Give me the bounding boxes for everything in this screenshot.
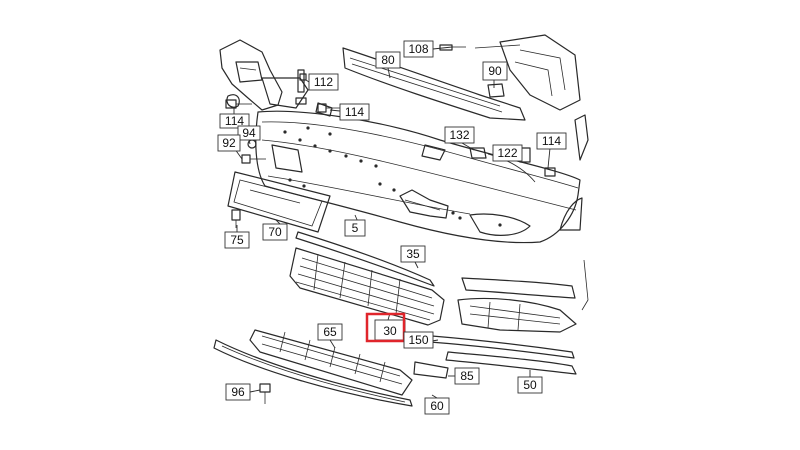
callout-60[interactable]: 60 <box>424 397 450 415</box>
callout-114-right[interactable]: 114 <box>536 132 567 150</box>
lower-grille-part <box>249 329 413 396</box>
callout-label: 114 <box>225 114 244 128</box>
mounting-holes <box>283 126 502 227</box>
callout-65[interactable]: 65 <box>317 323 343 341</box>
spoiler-strip-part <box>445 351 577 375</box>
callout-30-highlighted[interactable]: 30 <box>365 312 406 343</box>
callout-label: 70 <box>268 225 282 239</box>
callout-label: 122 <box>497 146 517 160</box>
callout-label: 150 <box>408 333 428 347</box>
callout-92[interactable]: 92 <box>217 134 241 152</box>
grille-trim-strip-part <box>295 231 435 287</box>
callout-label: 112 <box>314 75 333 89</box>
callout-5[interactable]: 5 <box>344 219 366 237</box>
callout-90[interactable]: 90 <box>482 61 508 81</box>
callout-label: 50 <box>523 378 537 392</box>
upper-bracket-part <box>219 39 333 117</box>
callout-35[interactable]: 35 <box>400 245 426 263</box>
callout-label: 5 <box>352 221 359 235</box>
callout-75[interactable]: 75 <box>224 231 250 249</box>
bottom-spoiler-part <box>213 339 413 407</box>
callout-label: 92 <box>222 136 236 150</box>
callout-label: 132 <box>449 128 469 142</box>
callout-122[interactable]: 122 <box>492 144 523 162</box>
impact-bar-part <box>342 34 581 121</box>
highlight-frame <box>365 312 406 343</box>
callout-70[interactable]: 70 <box>262 223 288 241</box>
licence-plate-holder-part <box>227 171 331 233</box>
callout-label: 35 <box>406 247 420 261</box>
side-grille-part <box>457 277 577 333</box>
callout-80[interactable]: 80 <box>375 51 401 69</box>
cover-cap-part <box>413 361 449 379</box>
callout-94[interactable]: 94 <box>237 125 261 141</box>
trim-strip-150-part <box>429 335 575 359</box>
callout-96[interactable]: 96 <box>225 383 251 401</box>
center-grille-part <box>289 247 445 326</box>
callout-108[interactable]: 108 <box>403 40 434 58</box>
callout-132[interactable]: 132 <box>444 126 475 144</box>
callout-label: 90 <box>488 64 502 78</box>
callout-50[interactable]: 50 <box>517 376 543 394</box>
callout-85[interactable]: 85 <box>454 367 480 385</box>
callout-label: 94 <box>242 126 256 140</box>
callout-label: 108 <box>408 42 428 56</box>
callout-114-left[interactable]: 114 <box>219 113 250 129</box>
callout-label: 114 <box>542 134 561 148</box>
callout-label: 75 <box>230 233 244 247</box>
callout-112[interactable]: 112 <box>308 73 339 91</box>
callout-114-middle[interactable]: 114 <box>339 103 370 121</box>
callout-150[interactable]: 150 <box>403 331 434 349</box>
callout-label: 85 <box>460 369 474 383</box>
callout-label: 96 <box>231 385 245 399</box>
callout-label: 30 <box>383 324 397 338</box>
callout-label: 80 <box>381 53 395 67</box>
callout-label: 114 <box>345 105 364 119</box>
callout-label: 65 <box>323 325 337 339</box>
callout-label: 60 <box>430 399 444 413</box>
